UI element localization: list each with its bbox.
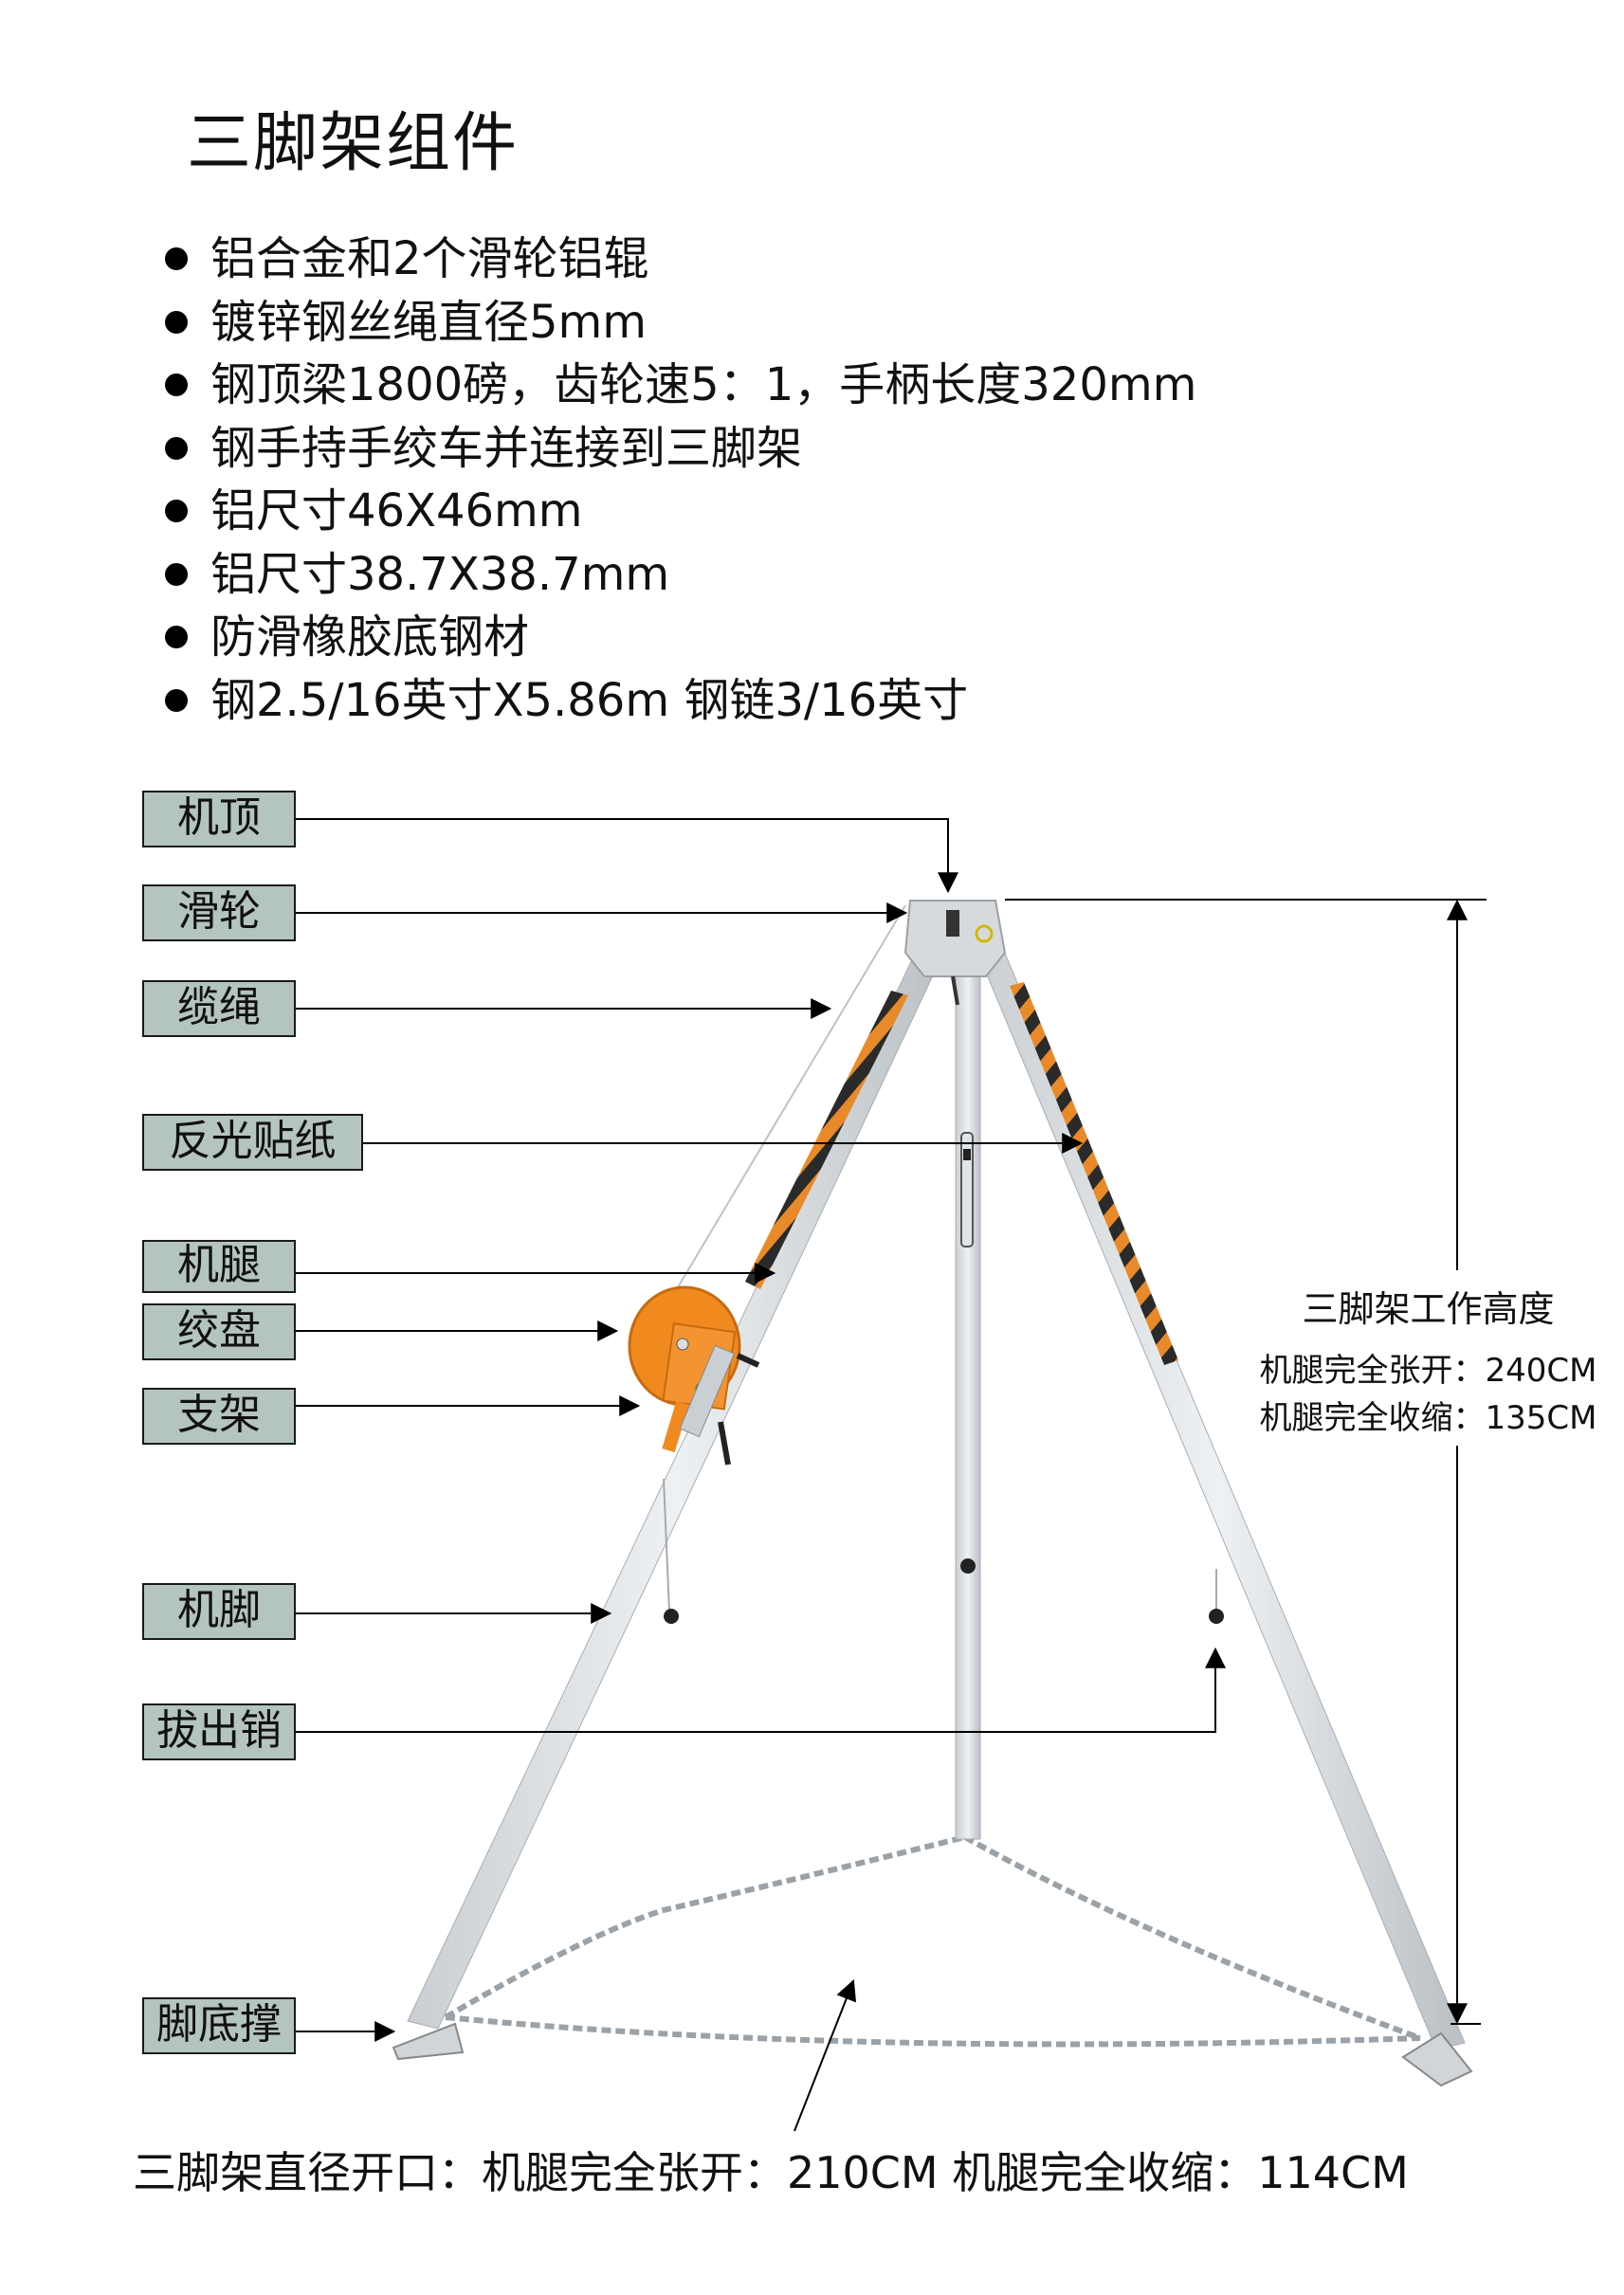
feature-item: 钢2.5/16英寸X5.86m 钢链3/16英寸 bbox=[161, 669, 1196, 733]
chain-icon bbox=[444, 1834, 1422, 2048]
winch-icon bbox=[628, 1285, 741, 1453]
bullet-icon bbox=[165, 310, 188, 334]
bullet-icon bbox=[165, 562, 188, 586]
height-spec-retracted: 机腿完全收缩：135CM bbox=[1259, 1399, 1597, 1437]
center-leg bbox=[955, 966, 981, 1840]
bullet-icon bbox=[165, 500, 188, 523]
left-leg bbox=[407, 933, 949, 2030]
callout-foot: 机脚 bbox=[142, 1583, 296, 1640]
feature-item: 钢手持手绞车并连接到三脚架 bbox=[161, 417, 1196, 481]
callout-foot-base: 脚底撑 bbox=[142, 1997, 296, 2054]
feature-item: 镀锌钢丝绳直径5mm bbox=[161, 291, 1196, 355]
callout-bracket: 支架 bbox=[142, 1388, 296, 1445]
pin-knob-icon bbox=[960, 1558, 976, 1574]
callout-pull-pin: 拔出销 bbox=[142, 1703, 296, 1760]
height-spec-extended: 机腿完全张开：240CM bbox=[1259, 1352, 1597, 1390]
bullet-icon bbox=[165, 688, 188, 712]
feature-list: 铝合金和2个滑轮铝辊 镀锌钢丝绳直径5mm 钢顶梁1800磅，齿轮速5：1，手柄… bbox=[161, 228, 1196, 732]
tripod-head bbox=[903, 900, 1007, 1006]
bullet-icon bbox=[165, 373, 188, 397]
page-title: 三脚架组件 bbox=[187, 106, 520, 181]
callout-winch: 绞盘 bbox=[142, 1303, 296, 1360]
foot-base-right bbox=[1401, 2031, 1473, 2087]
callout-reflective-sticker: 反光贴纸 bbox=[142, 1114, 363, 1171]
pull-pin-icon bbox=[1209, 1609, 1224, 1624]
callout-top: 机顶 bbox=[142, 791, 296, 847]
feature-item: 铝尺寸38.7X38.7mm bbox=[161, 543, 1196, 607]
feature-item: 铝尺寸46X46mm bbox=[161, 480, 1196, 543]
callout-pulley: 滑轮 bbox=[142, 884, 296, 941]
callout-leg: 机腿 bbox=[142, 1240, 296, 1293]
bracket bbox=[679, 1344, 736, 1438]
feature-item: 铝合金和2个滑轮铝辊 bbox=[161, 228, 1196, 291]
pull-pin-icon bbox=[664, 1609, 679, 1624]
feature-item: 防滑橡胶底钢材 bbox=[161, 606, 1196, 669]
bullet-icon bbox=[165, 247, 188, 271]
feature-item: 钢顶梁1800磅，齿轮速5：1，手柄长度320mm bbox=[161, 354, 1196, 417]
snap-hook-icon bbox=[960, 1132, 974, 1248]
callout-cable: 缆绳 bbox=[142, 980, 296, 1037]
foot-base-left bbox=[392, 2022, 465, 2061]
cable bbox=[653, 904, 906, 1328]
height-spec: 三脚架工作高度 机腿完全张开：240CM 机腿完全收缩：135CM bbox=[1232, 1284, 1624, 1442]
bullet-icon bbox=[165, 626, 188, 649]
diameter-spec: 三脚架直径开口：机腿完全张开：210CM 机腿完全收缩：114CM bbox=[133, 2147, 1409, 2198]
bullet-icon bbox=[165, 436, 188, 460]
height-spec-heading: 三脚架工作高度 bbox=[1302, 1288, 1555, 1330]
